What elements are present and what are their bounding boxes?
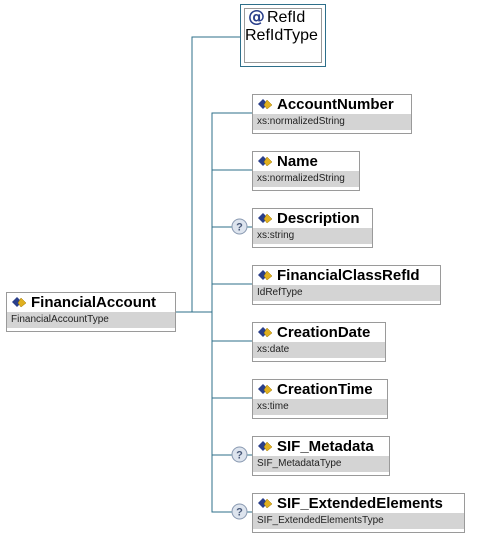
element-icon [258,498,273,509]
element-name: CreationDate [277,324,371,341]
element-icon [258,270,273,281]
element-name: AccountNumber [277,96,394,113]
element-icon [258,327,273,338]
element-type: SIF_ExtendedElementsType [253,513,464,529]
element-type: xs:string [253,228,372,244]
element-type: IdRefType [253,285,440,301]
element-name: SIF_ExtendedElements [277,495,443,512]
element-type: xs:normalizedString [253,114,411,130]
element-type: xs:normalizedString [253,171,359,187]
element-icon [258,441,273,452]
element-icon [258,99,273,110]
element-name: Description [277,210,360,227]
at-sign-icon: @ [248,7,265,27]
element-type: xs:date [253,342,385,358]
element-icon [258,213,273,224]
root-element[interactable]: FinancialAccount FinancialAccountType [6,292,176,332]
svg-text:?: ? [236,450,243,462]
optional-icon: ? [231,218,248,235]
element-icon [258,156,273,167]
element-name: SIF_Metadata [277,438,374,455]
attribute-refid[interactable]: @ RefId RefIdType [240,4,326,67]
root-element-name: FinancialAccount [31,294,157,311]
element-icon [12,297,27,308]
attribute-name: RefId [267,9,306,26]
element-type: SIF_MetadataType [253,456,389,472]
element-name: Name [277,153,318,170]
optional-icon: ? [231,446,248,463]
svg-text:?: ? [236,507,243,519]
element-name: CreationTime [277,381,373,398]
element-icon [258,384,273,395]
element-type: xs:time [253,399,387,415]
attribute-type: RefIdType [245,27,318,44]
svg-text:?: ? [236,222,243,234]
optional-icon: ? [231,503,248,520]
element-name: FinancialClassRefId [277,267,420,284]
root-element-type: FinancialAccountType [7,312,175,328]
